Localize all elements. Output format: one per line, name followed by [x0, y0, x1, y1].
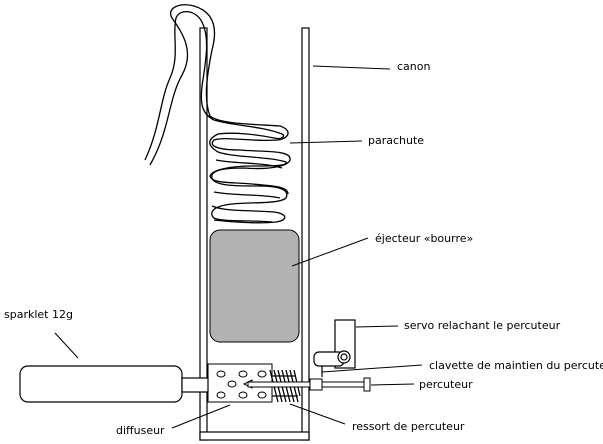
diffuser-label: diffuseur	[116, 424, 165, 437]
parachute-leader	[289, 140, 363, 144]
sparklet-cartridge	[19, 365, 209, 403]
diffuser-leader	[171, 404, 231, 429]
sparklet-label: sparklet 12g	[4, 308, 73, 321]
servo-leader	[355, 325, 399, 328]
spring-leader	[289, 403, 346, 425]
clavette-leader	[321, 364, 423, 373]
diffuser	[207, 363, 273, 403]
spring-label: ressort de percuteur	[352, 420, 465, 433]
firing-pin	[247, 377, 371, 392]
ejector-label: éjecteur «bourre»	[375, 232, 473, 245]
servo	[313, 319, 356, 377]
parachute-label: parachute	[368, 134, 424, 147]
sparklet-leader	[54, 332, 79, 359]
parachute	[144, 4, 291, 224]
canon-label: canon	[397, 60, 430, 73]
ejector-wad	[209, 229, 300, 343]
percuteur-leader	[370, 383, 415, 386]
ejector-leader	[291, 237, 369, 267]
servo-label: servo relachant le percuteur	[404, 319, 561, 332]
canon-leader	[312, 65, 391, 70]
canon-tube	[199, 27, 310, 441]
percuteur-label: percuteur	[419, 378, 473, 391]
clavette-label: clavette de maintien du percuteur	[429, 359, 603, 372]
